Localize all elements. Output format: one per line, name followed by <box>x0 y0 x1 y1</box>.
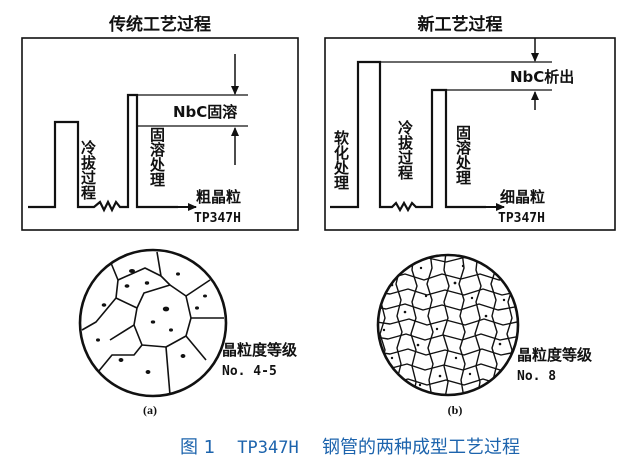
panel-b-result-material: TP347H <box>498 211 545 226</box>
panel-b-grade-value: No. 8 <box>517 369 556 384</box>
panel-b-nbc-label: NbC析出 <box>510 68 574 86</box>
caption-material: TP347H <box>237 438 298 458</box>
panel-a-title: 传统工艺过程 <box>108 14 211 35</box>
caption-figure-no: 图 1 <box>180 437 215 458</box>
panel-a-result-material: TP347H <box>194 211 241 226</box>
panel-a-sublabel: (a) <box>143 403 157 417</box>
panel-a-result-grain: 粗晶粒 <box>196 188 241 206</box>
panel-b-fine-grain-circle <box>370 252 526 398</box>
figure-caption: 图 1 TP347H 钢管的两种成型工艺过程 <box>180 437 520 458</box>
panel-b-grade-label: 晶粒度等级 <box>517 346 593 364</box>
panel-b-title: 新工艺过程 <box>418 14 503 35</box>
panel-b-cold-draw-label: 冷拔过程 <box>396 119 414 180</box>
panel-a-grade-label: 晶粒度等级 <box>222 341 298 359</box>
panel-a-grade-value: No. 4-5 <box>222 364 277 379</box>
panel-b: 新工艺过程 NbC析出 软化处理 冷拔过程 固溶处理 细晶粒 TP347H <box>325 14 615 417</box>
panel-a-coarse-grain-circle <box>80 250 226 396</box>
caption-text: 钢管的两种成型工艺过程 <box>322 437 520 458</box>
panel-a: 传统工艺过程 NbC固溶 冷拔过程 固溶处理 粗晶粒 TP347H <box>22 14 298 417</box>
panel-a-solution-label: 固溶处理 <box>148 127 166 187</box>
panel-b-solution-label: 固溶处理 <box>454 125 472 185</box>
panel-a-nbc-label: NbC固溶 <box>173 103 237 121</box>
panel-a-cold-draw-label: 冷拔过程 <box>79 139 97 200</box>
panel-b-result-grain: 细晶粒 <box>500 188 545 206</box>
panel-b-sublabel: (b) <box>448 403 463 417</box>
panel-b-soften-label: 软化处理 <box>332 129 350 190</box>
